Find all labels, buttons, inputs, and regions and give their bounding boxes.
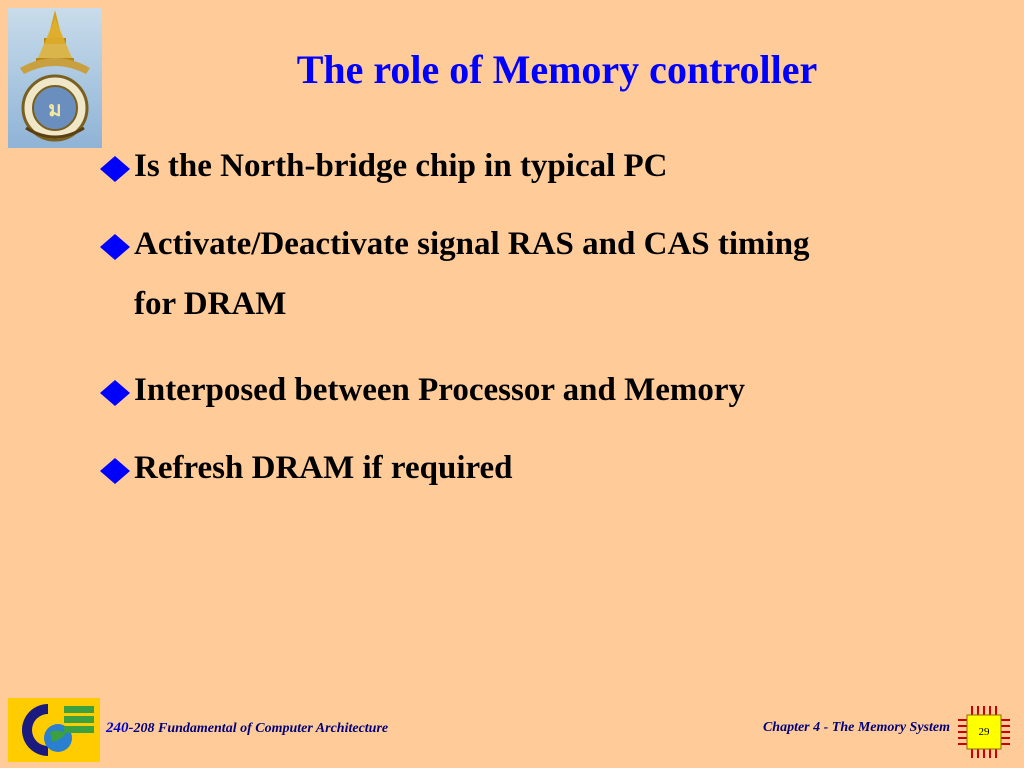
bullet-list: Is the North-bridge chip in typical PC A… xyxy=(100,142,980,522)
faculty-globe-logo-icon xyxy=(8,698,100,762)
bullet-item: Is the North-bridge chip in typical PC xyxy=(100,142,980,194)
university-emblem-icon: ม xyxy=(8,8,102,148)
slide-title: The role of Memory controller xyxy=(296,47,818,92)
blue-diamond-icon xyxy=(100,142,134,194)
page-number: 29 xyxy=(978,726,990,738)
bullet-item: Refresh DRAM if required xyxy=(100,444,980,496)
svg-text:ม: ม xyxy=(48,97,61,121)
bullet-text: Interposed between Processor and Memory xyxy=(134,372,746,408)
bullet-text-line2: for DRAM xyxy=(134,286,287,322)
bullet-item: Activate/Deactivate signal RAS and CAS t… xyxy=(100,220,980,340)
footer-chapter: Chapter 4 - The Memory System xyxy=(762,720,950,735)
course-title: 208 Fundamental of Computer Architecture xyxy=(133,721,389,736)
blue-diamond-icon xyxy=(100,220,134,272)
blue-diamond-icon xyxy=(100,444,134,496)
bullet-text: Refresh DRAM if required xyxy=(134,450,513,486)
bullet-text: Activate/Deactivate signal RAS and CAS t… xyxy=(134,220,810,340)
cpu-chip-icon xyxy=(958,706,1010,758)
course-number: 240- xyxy=(106,720,134,736)
blue-diamond-icon xyxy=(100,366,134,418)
bullet-text-line1: Activate/Deactivate signal RAS and CAS t… xyxy=(134,226,810,262)
bullet-item: Interposed between Processor and Memory xyxy=(100,366,980,418)
bullet-text: Is the North-bridge chip in typical PC xyxy=(134,148,668,184)
footer-course: 240-208 Fundamental of Computer Architec… xyxy=(106,720,388,737)
